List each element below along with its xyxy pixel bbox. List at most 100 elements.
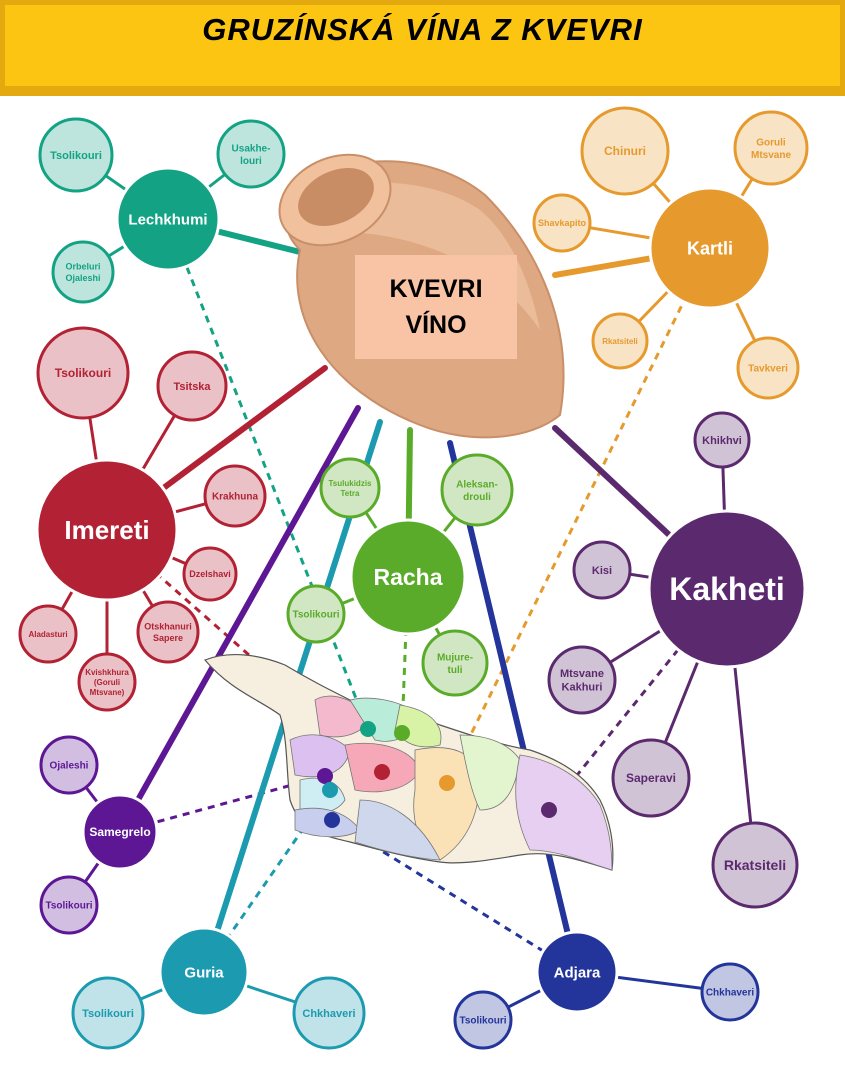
variety-label: (Goruli [94, 678, 120, 687]
variety-label: Chkhaveri [706, 988, 755, 999]
variety-node-racha-2: TsolikouriTsolikouri [286, 584, 346, 644]
region-nodes: TsolikouriTsolikouriUsakhe-louriUsakhe-l… [18, 106, 809, 1050]
variety-label: Tsitska [173, 381, 211, 393]
main-connector-adjara [447, 440, 580, 975]
region-node-lechkhumi: Lechkhumi [115, 166, 221, 272]
variety-node-kartli-1: GoruliMtsvaneGoruli Mtsvane [733, 110, 809, 186]
variety-node-lechkhumi-2: OrbeluriOjaleshiOrbeluri Ojaleshi [51, 240, 115, 304]
center-label-line1: KVEVRI [389, 275, 483, 303]
variety-label: drouli [463, 492, 491, 503]
map-connector-kartli [445, 247, 712, 784]
title-banner-inner [5, 5, 840, 86]
map-connector-samegrelo [119, 774, 326, 834]
jar-mouth [298, 167, 374, 227]
variety-label: Goruli [756, 137, 786, 148]
variety-node-kartli-2: ShavkapitoShavkapito [532, 193, 592, 253]
variety-label: Saperavi [626, 771, 676, 785]
map-marker-adjara [324, 812, 340, 828]
region-node-samegrelo: Samegrelo [81, 793, 159, 871]
variety-label: Khikhvi [702, 435, 742, 447]
map-zone [354, 799, 441, 861]
variety-node-imereti-4: OtskhanuriSapereOtskhanuri Sapere [136, 600, 200, 664]
variety-node-guria-1: ChkhaveriChkhaveri [292, 976, 366, 1050]
variety-label: Dzelshavi [189, 569, 231, 579]
variety-label: Mtsvane [751, 150, 791, 161]
variety-node-samegrelo-0: OjaleshiOjaleshi [39, 735, 99, 795]
map-marker-kartli [439, 775, 455, 791]
variety-node-kakheti-3: SaperaviSaperavi [611, 738, 691, 818]
variety-node-racha-3: Mujure-tuliMujure-tuli [421, 629, 489, 697]
center-label: KVEVRI VÍNO [355, 255, 517, 359]
variety-label: Tsolikouri [50, 150, 102, 162]
variety-node-kartli-3: RkatsiteliRkatsiteli [591, 312, 649, 370]
variety-node-kakheti-2: MtsvaneKakhuriMtsvane Kakhuri [547, 645, 617, 715]
region-label: Lechkhumi [128, 211, 207, 228]
variety-node-samegrelo-1: TsolikouriTsolikouri [39, 875, 99, 935]
variety-label: Chkhaveri [302, 1008, 355, 1020]
map-marker-lechkhumi [360, 721, 376, 737]
map-zone [515, 754, 613, 871]
title-banner: GRUZÍNSKÁ VÍNA Z KVEVRI [0, 0, 845, 96]
variety-label: Tsolikouri [82, 1008, 134, 1020]
variety-label: Kakhuri [562, 682, 603, 694]
variety-label: Rkatsiteli [724, 857, 786, 873]
variety-node-kartli-4: TavkveriTavkveri [736, 336, 800, 400]
region-label: Guria [184, 964, 224, 981]
map-marker-racha [394, 725, 410, 741]
variety-node-lechkhumi-1: Usakhe-louriUsakhe-louri [216, 119, 286, 189]
variety-node-lechkhumi-0: TsolikouriTsolikouri [38, 117, 114, 193]
variety-label: Kisi [592, 565, 612, 577]
variety-label: Mtsvane) [90, 688, 125, 697]
variety-label: Rkatsiteli [602, 337, 638, 346]
region-label: Samegrelo [89, 825, 150, 839]
variety-label: Tsolikouri [55, 366, 111, 380]
page-title: GRUZÍNSKÁ VÍNA Z KVEVRI [202, 12, 643, 47]
map-connector-lechkhumi [166, 218, 370, 730]
variety-node-adjara-0: TsolikouriTsolikouri [453, 990, 513, 1050]
variety-label: Tsolikouri [459, 1016, 506, 1027]
variety-label: Usakhe- [232, 143, 271, 154]
variety-label: Kvishkhura [85, 668, 129, 677]
variety-node-guria-0: TsolikouriTsolikouri [71, 976, 145, 1050]
variety-label: Ojaleshi [65, 273, 100, 283]
center-label-line2: VÍNO [405, 311, 467, 339]
map-marker-samegrelo [317, 768, 333, 784]
variety-label: Krakhuna [212, 492, 259, 503]
variety-label: Orbeluri [65, 262, 100, 272]
region-label: Kartli [687, 238, 733, 258]
georgia-map [204, 653, 614, 871]
variety-node-imereti-3: DzelshaviDzelshavi [182, 546, 238, 602]
variety-label: Tsolikouri [45, 901, 92, 912]
region-node-racha: Racha [349, 518, 467, 636]
variety-node-imereti-2: KrakhunaKrakhuna [203, 464, 267, 528]
variety-node-kakheti-1: KisiKisi [572, 540, 632, 600]
variety-node-kakheti-4: RkatsiteliRkatsiteli [711, 821, 799, 909]
variety-label: Tsolikouri [292, 610, 339, 621]
region-node-guria: Guria [158, 926, 250, 1018]
variety-label: Ojaleshi [50, 761, 89, 772]
region-node-adjara: Adjara [535, 930, 619, 1014]
variety-node-racha-1: Aleksan-drouliAleksan-drouli [440, 453, 514, 527]
variety-label: Mtsvane [560, 668, 604, 680]
variety-label: tuli [448, 665, 463, 676]
region-label: Adjara [554, 964, 601, 981]
region-label: Kakheti [669, 571, 785, 607]
variety-label: Tsulukidzis [329, 479, 373, 488]
variety-node-imereti-0: TsolikouriTsolikouri [36, 326, 130, 420]
region-node-imereti: Imereti [35, 458, 179, 602]
map-marker-imereti [374, 764, 390, 780]
variety-label: Tetra [341, 489, 361, 498]
variety-label: Aleksan- [456, 479, 498, 490]
variety-node-kakheti-0: KhikhviKhikhvi [693, 411, 751, 469]
variety-label: Tavkveri [748, 364, 788, 375]
variety-label: Aladasturi [28, 630, 67, 639]
region-node-kartli: Kartli [648, 186, 772, 310]
variety-node-kartli-0: ChinuriChinuri [580, 106, 670, 196]
variety-node-imereti-1: TsitskaTsitska [156, 350, 228, 422]
variety-label: Chinuri [604, 144, 646, 158]
map-marker-kakheti [541, 802, 557, 818]
region-node-kakheti: Kakheti [647, 509, 807, 669]
variety-label: Otskhanuri [144, 622, 192, 632]
